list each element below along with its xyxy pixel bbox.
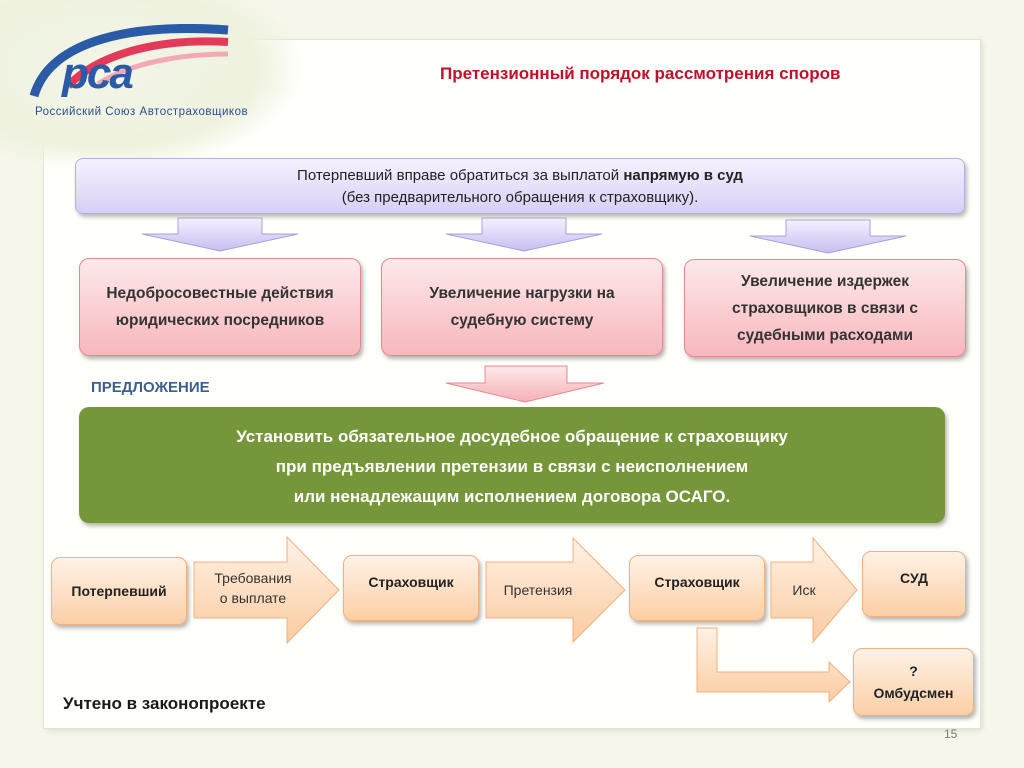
proposal-line-2: при предъявлении претензии в связи с неи… — [275, 457, 749, 476]
flow-insurer-box-2: Страховщик — [629, 555, 765, 621]
flow-arrow-lawsuit — [770, 536, 858, 644]
down-arrow-1 — [141, 217, 299, 252]
page-number: 15 — [944, 727, 958, 741]
flow-arrow-claim — [485, 536, 626, 644]
flow-request-line1: Требования — [214, 570, 292, 586]
ombudsman-label: Омбудсмен — [873, 685, 954, 701]
flow-lawsuit-label: Иск — [792, 582, 816, 598]
proposal-line-3: или ненадлежащим исполнением договора ОС… — [293, 487, 731, 506]
logo-area: рса Российский Союз Автостраховщиков — [0, 0, 300, 170]
proposal-box: Установить обязательное досудебное обращ… — [79, 407, 945, 523]
intro-line2: (без предварительного обращения к страхо… — [341, 189, 699, 206]
proposal-label: ПРЕДЛОЖЕНИЕ — [91, 379, 210, 396]
down-arrow-proposal — [445, 365, 605, 403]
down-arrow-2 — [445, 217, 603, 252]
consequence-box-1: Недобросовестные действия юридических по… — [79, 258, 361, 356]
intro-line1-text: Потерпевший вправе обратиться за выплато… — [297, 167, 624, 184]
flow-insurer-box-1: Страховщик — [343, 555, 479, 621]
ombudsman-question-mark: ? — [909, 663, 918, 679]
intro-line1-bold: напрямую в суд — [623, 167, 743, 184]
intro-box: Потерпевший вправе обратиться за выплато… — [75, 158, 965, 214]
page-title: Претензионный порядок рассмотрения споро… — [440, 64, 841, 83]
flow-ombudsman-box: ? Омбудсмен — [853, 648, 974, 716]
ombudsman-connector-arrow — [696, 627, 851, 704]
proposal-line-1: Установить обязательное досудебное обращ… — [236, 427, 788, 446]
down-arrow-3 — [749, 219, 907, 254]
flow-arrow-request — [193, 535, 340, 645]
flow-request-label: Требования о выплате — [196, 568, 310, 608]
intro-line1: Потерпевший вправе обратиться за выплато… — [76, 165, 964, 187]
footer-note: Учтено в законопроекте — [63, 694, 266, 713]
consequence-box-2: Увеличение нагрузки на судебную систему — [381, 258, 663, 356]
flow-court-box: СУД — [862, 551, 966, 617]
org-name: Российский Союз Автостраховщиков — [35, 106, 249, 118]
flow-request-line2: о выплате — [219, 590, 287, 606]
rsa-logo-icon — [29, 24, 229, 98]
flow-claim-label: Претензия — [503, 582, 573, 598]
consequence-box-3: Увеличение издержек страховщиков в связи… — [684, 259, 966, 357]
flow-victim-box: Потерпевший — [51, 557, 187, 625]
logo-mark: рса — [62, 49, 134, 98]
